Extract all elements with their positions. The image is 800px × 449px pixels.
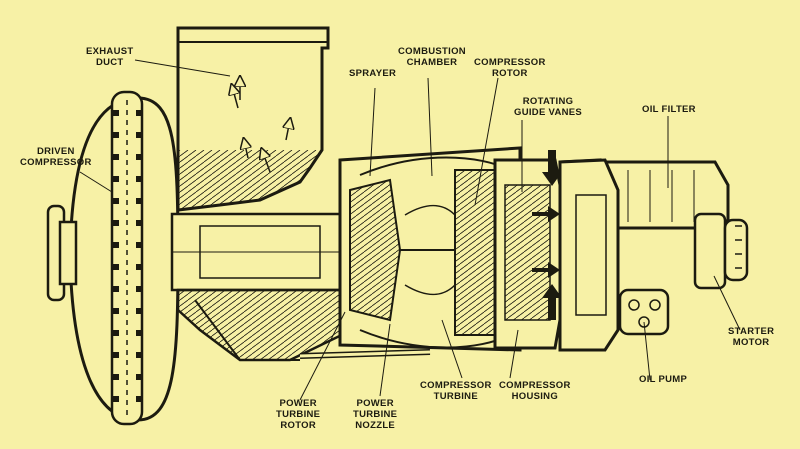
exhaust-flow-arrows (232, 78, 290, 173)
label-sprayer: SPRAYER (349, 68, 397, 79)
label-oil-filter: OIL FILTER (642, 104, 696, 115)
oil-pump-shape (618, 288, 670, 336)
compressor-housing-shape (493, 158, 562, 350)
intake-arrows (532, 150, 562, 320)
shaft-housing (170, 212, 354, 292)
compressor-blades (113, 110, 142, 402)
exhaust-duct (176, 26, 330, 212)
turbine-core (338, 146, 522, 352)
leader-lines (79, 59, 741, 401)
driven-compressor-volute (68, 90, 180, 426)
label-oil-pump: OIL PUMP (639, 374, 688, 385)
starter-motor-shape (693, 212, 749, 290)
inlet-flange (46, 204, 78, 302)
oil-line (299, 349, 431, 359)
